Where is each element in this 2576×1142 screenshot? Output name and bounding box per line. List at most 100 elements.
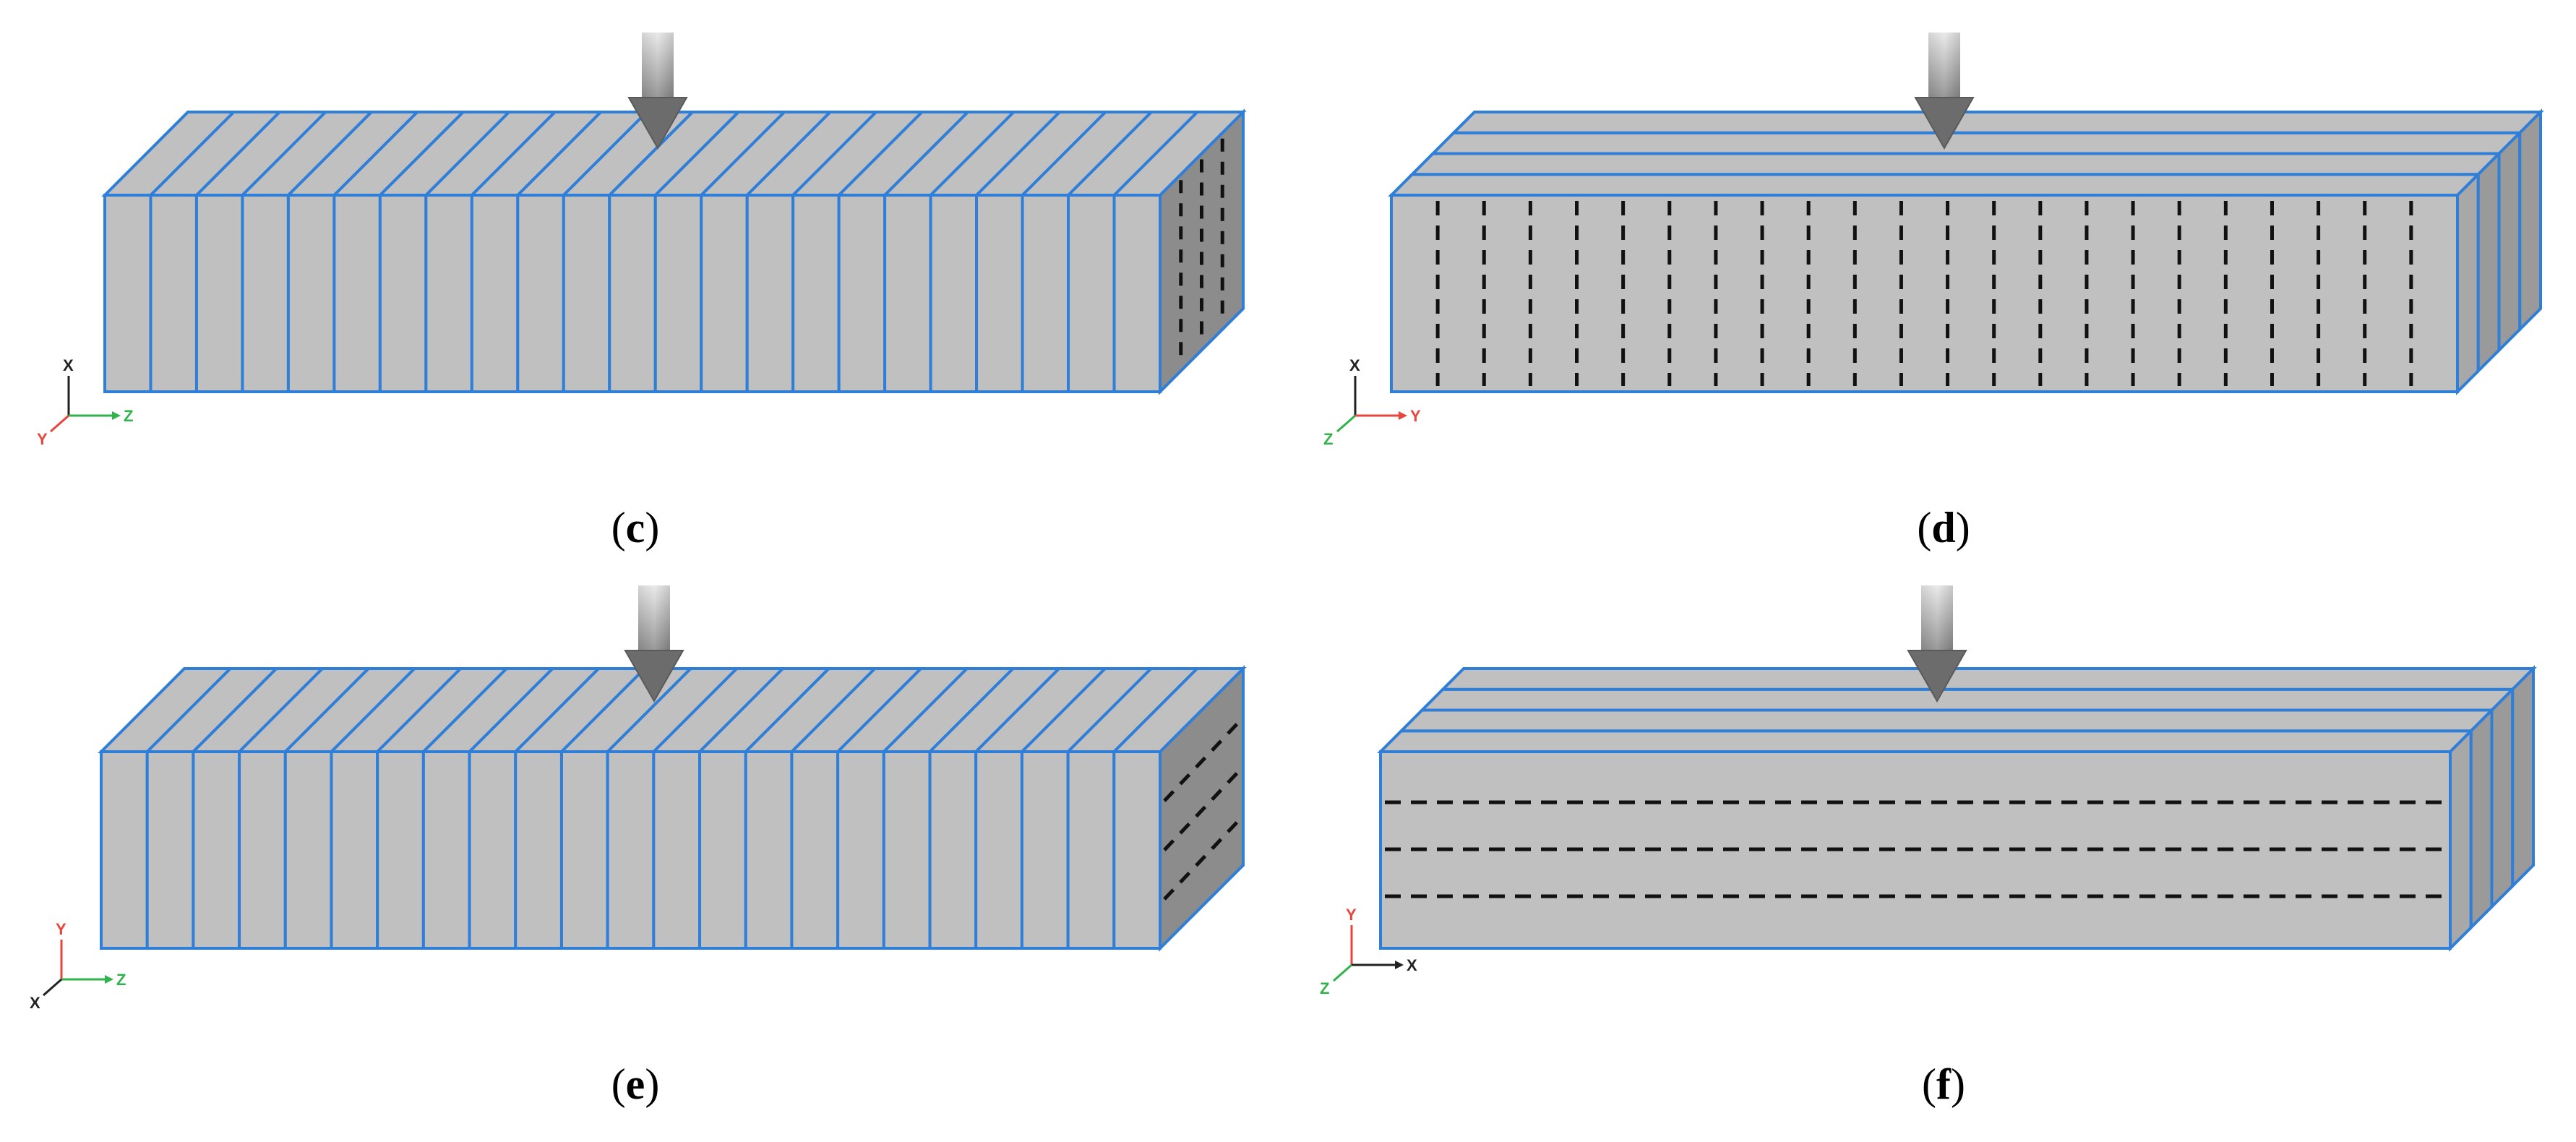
- slice-front: [608, 194, 657, 393]
- slice-front: [332, 194, 382, 393]
- load-arrow-icon: [1914, 33, 1975, 150]
- slice-front: [330, 750, 379, 950]
- load-arrow-icon: [624, 585, 684, 703]
- axis-diag-label: Z: [1323, 430, 1333, 448]
- load-arrow-head: [624, 650, 684, 703]
- layer-top: [1418, 687, 2517, 712]
- slice-front: [468, 750, 518, 950]
- layer-side: [2511, 665, 2535, 890]
- axis-up-label: Y: [56, 920, 66, 938]
- caption-c: (c): [611, 504, 660, 551]
- load-arrow-head: [627, 97, 688, 150]
- layer-side: [2476, 150, 2501, 375]
- slice-front: [653, 194, 703, 393]
- layer-top: [1377, 729, 2475, 753]
- caption-d: (d): [1917, 504, 1970, 551]
- slice-front: [516, 194, 565, 393]
- slice-front: [103, 194, 153, 393]
- axis-right-label: Z: [116, 971, 126, 989]
- layer-top: [1408, 152, 2503, 176]
- axis-triad-icon: Y Z X: [30, 920, 126, 1012]
- slice-front: [559, 750, 609, 950]
- axis-diag-label: X: [30, 994, 40, 1012]
- slice-front: [928, 750, 978, 950]
- slice-front: [1066, 750, 1116, 950]
- layer-side: [2469, 706, 2494, 932]
- axis-diag-line: [43, 978, 62, 997]
- axis-right-head: [1395, 961, 1404, 969]
- slice-front: [192, 750, 241, 950]
- slice-front: [562, 194, 611, 393]
- slice-front: [1112, 194, 1162, 393]
- slice-front: [1021, 194, 1070, 393]
- load-arrow-head: [1907, 650, 1967, 703]
- axis-right-head: [105, 975, 113, 984]
- slice-front: [1112, 750, 1162, 950]
- load-arrow-shaft-shade: [638, 585, 670, 658]
- slice-front: [745, 194, 795, 393]
- slice-front: [1067, 194, 1116, 393]
- load-arrow-icon: [627, 33, 688, 150]
- dash-line: [1163, 721, 1240, 802]
- axis-right-label: Z: [124, 407, 133, 425]
- axis-diag-label: Y: [37, 430, 48, 448]
- caption-e: (e): [611, 1060, 660, 1108]
- layer-top: [1397, 708, 2496, 733]
- slice-front: [700, 194, 749, 393]
- slice-front: [929, 194, 979, 393]
- slice-front: [149, 194, 198, 393]
- layer-side: [2497, 129, 2522, 354]
- load-arrow-shaft-shade: [642, 33, 674, 105]
- panel-e: Y Z X: [30, 585, 1247, 1012]
- layer-side: [2518, 108, 2542, 333]
- block-front-face: [1390, 194, 2459, 393]
- slice-front: [424, 194, 473, 393]
- axis-right-label: Y: [1410, 407, 1421, 425]
- axis-up-label: X: [1349, 356, 1360, 374]
- dash-line: [1163, 819, 1240, 901]
- layer-top: [1450, 111, 2544, 134]
- slice-front: [1020, 750, 1070, 950]
- slice-front: [283, 750, 333, 950]
- slice-front: [975, 194, 1024, 393]
- panel-d: X Y Z: [1323, 33, 2544, 448]
- slice-front: [286, 194, 336, 393]
- slice-front: [791, 194, 841, 393]
- slice-front: [241, 194, 290, 393]
- slice-front: [882, 750, 932, 950]
- slice-front: [470, 194, 520, 393]
- slice-front: [652, 750, 702, 950]
- slice-front: [238, 750, 287, 950]
- slice-front: [744, 750, 794, 950]
- load-arrow-icon: [1907, 585, 1967, 703]
- axis-triad-icon: X Y Z: [1323, 356, 1421, 448]
- panel-c: XZY: [37, 33, 1247, 448]
- slice-front: [790, 750, 840, 950]
- slice-front: [606, 750, 656, 950]
- slice-front: [100, 750, 149, 950]
- slice-front: [194, 194, 244, 393]
- slice-front: [421, 750, 471, 950]
- axis-right-label: X: [1407, 956, 1417, 974]
- load-arrow-shaft-shade: [1928, 33, 1960, 105]
- slice-front: [145, 750, 195, 950]
- load-arrow-shaft-shade: [1921, 585, 1953, 658]
- slice-front: [376, 750, 425, 950]
- layer-top: [1429, 131, 2524, 155]
- layer-side: [2490, 685, 2515, 911]
- axis-diag-label: Z: [1320, 979, 1329, 997]
- slice-front: [836, 750, 885, 950]
- layer-top: [1439, 667, 2537, 691]
- load-arrow-head: [1914, 97, 1975, 150]
- axis-up-label: Y: [1346, 906, 1357, 924]
- axis-right-head: [112, 411, 121, 420]
- axis-diag-line: [1336, 414, 1356, 433]
- slice-front: [514, 750, 563, 950]
- slice-front: [378, 194, 428, 393]
- axis-triad-icon: Y X Z: [1320, 906, 1417, 997]
- axis-right-head: [1399, 411, 1407, 420]
- dash-line: [1163, 770, 1240, 851]
- caption-f: (f): [1922, 1060, 1965, 1108]
- axis-diag-line: [50, 414, 69, 433]
